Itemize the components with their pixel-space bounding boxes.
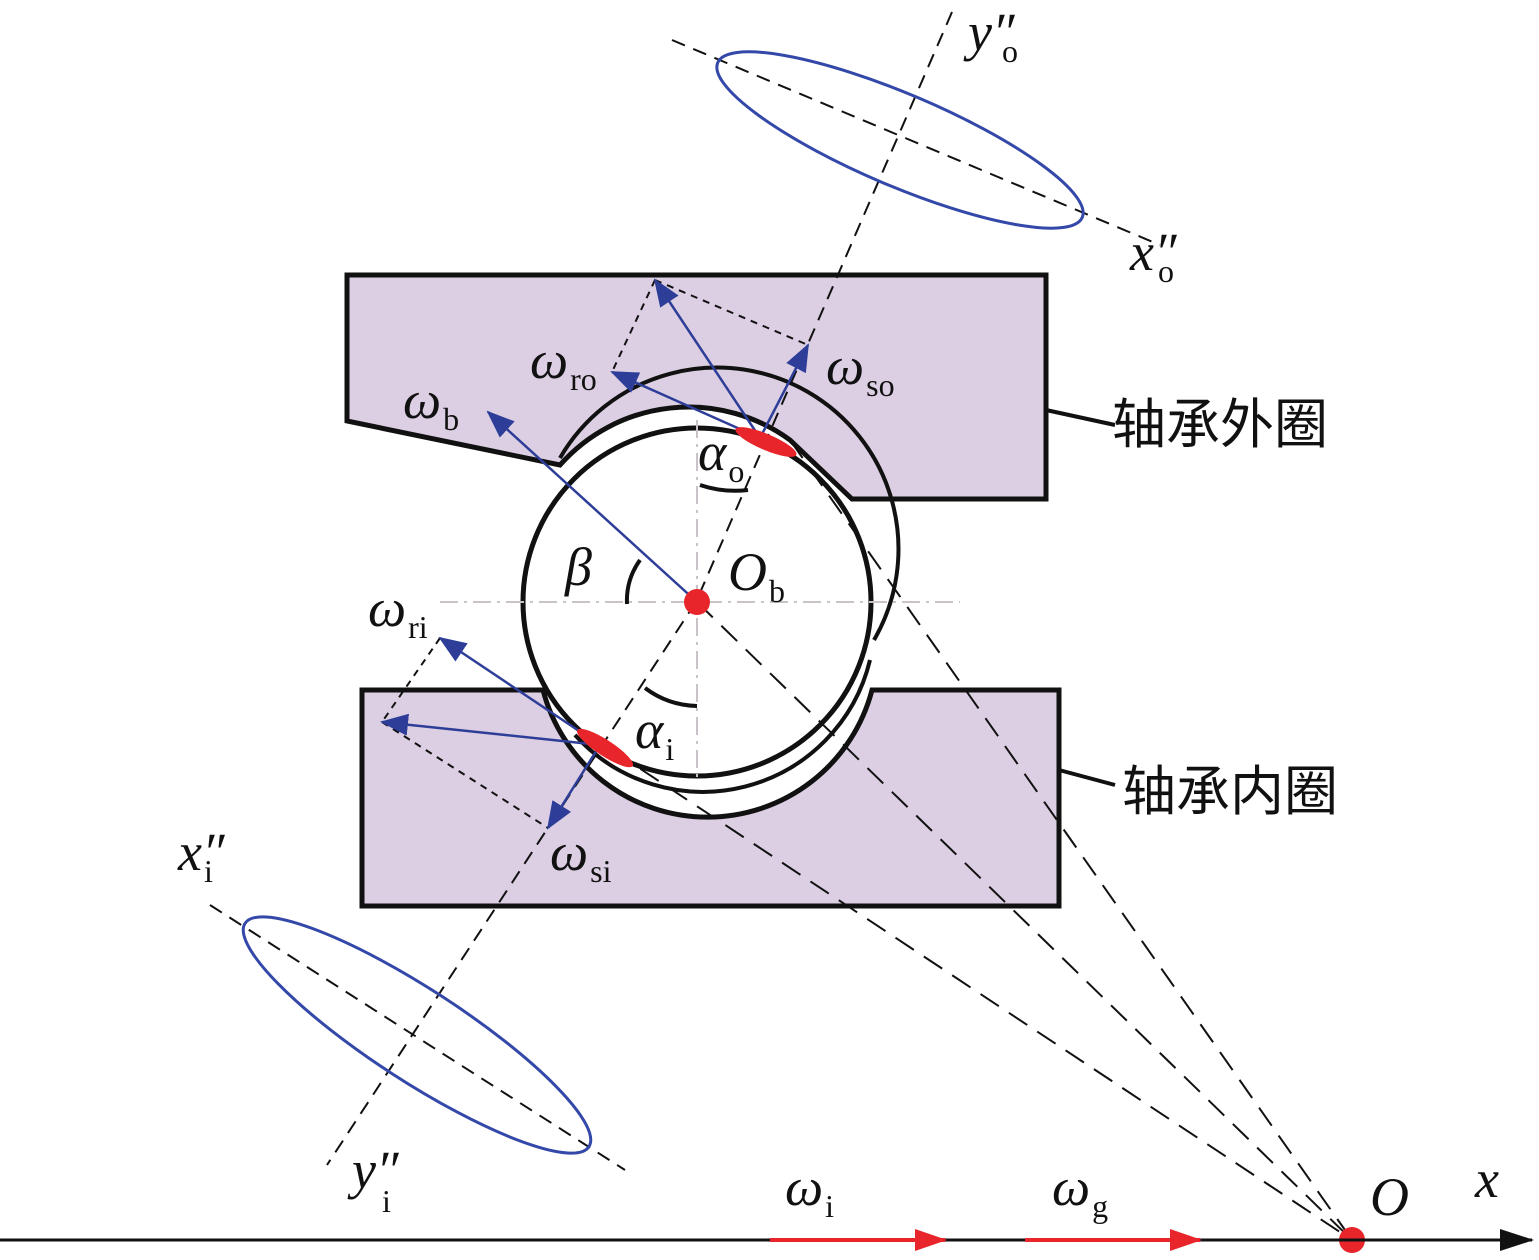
svg-text:Ob: Ob (728, 542, 785, 609)
outer-contact-patch (735, 427, 797, 457)
label-alpha-o: αo (698, 422, 744, 489)
label-x-o: x″ o (1129, 222, 1177, 289)
alpha-o-angle-arc (699, 483, 749, 493)
svg-text:o: o (1158, 253, 1174, 289)
label-omega-ro: ωro (530, 330, 597, 397)
omega-in-vector (380, 713, 601, 747)
outer-raceway-groove (558, 365, 901, 642)
beta-angle-arc (624, 558, 642, 605)
svg-text:ωso: ωso (826, 336, 895, 403)
outer-contact-axis (695, 11, 953, 603)
inner-ring-leader (1058, 768, 1116, 787)
omega-ri-vector (438, 636, 601, 747)
svg-text:ωsi: ωsi (550, 822, 612, 889)
dash-to-origin-2 (696, 601, 1353, 1241)
svg-text:ωb: ωb (403, 370, 459, 437)
svg-text:αi: αi (635, 700, 674, 767)
svg-text:x″: x″ (1129, 222, 1177, 282)
outer-contact-ellipse (715, 50, 1085, 230)
label-omega-g: ωg (1052, 1157, 1108, 1224)
outer-projection-2 (611, 279, 656, 373)
svg-text:ωro: ωro (530, 330, 597, 397)
svg-text:y″: y″ (963, 2, 1015, 62)
dash-to-origin-1 (789, 439, 1353, 1241)
ball-center-point (684, 589, 710, 615)
label-x-axis: x (1474, 1149, 1499, 1209)
svg-text:ωi: ωi (785, 1157, 834, 1224)
label-omega-ri: ωri (368, 578, 428, 645)
inner-ellipse-major-axis (209, 904, 626, 1171)
label-omega-so: ωso (826, 336, 895, 403)
omega-o-vector (653, 278, 762, 439)
inner-projection-2 (381, 721, 549, 829)
label-omega-b: ωb (403, 370, 459, 437)
label-ball-center: Ob (728, 542, 785, 609)
label-origin: O (1370, 1167, 1409, 1227)
label-omega-si: ωsi (550, 822, 612, 889)
svg-text:αo: αo (698, 422, 744, 489)
outer-ring-label: 轴承外圈 (1112, 393, 1328, 456)
svg-text:ωri: ωri (368, 578, 428, 645)
inner-ring-body (359, 687, 1062, 909)
alpha-i-angle-arc (643, 686, 698, 708)
inner-projection-1 (381, 637, 441, 723)
svg-text:o: o (1002, 33, 1018, 69)
label-y-o: y″ o (963, 2, 1018, 69)
inner-ring-label: 轴承内圈 (1122, 760, 1338, 823)
dash-to-origin-3 (611, 749, 1353, 1241)
label-omega-i: ωi (785, 1157, 834, 1224)
inner-contact-ellipse (241, 915, 593, 1155)
omega-b-vector (486, 410, 698, 603)
svg-text:ωg: ωg (1052, 1157, 1108, 1224)
omega-si-vector (546, 744, 602, 830)
omega-so-vector (758, 343, 810, 439)
outer-projection-1 (654, 279, 809, 346)
svg-text:x″: x″ (177, 822, 225, 882)
outer-ring-leader (1045, 408, 1116, 427)
svg-text:i: i (382, 1183, 391, 1219)
label-alpha-i: αi (635, 700, 674, 767)
label-y-i: y″ i (347, 1140, 399, 1219)
inner-contact-patch (576, 728, 634, 768)
svg-text:y″: y″ (347, 1140, 399, 1200)
label-beta: β (564, 537, 592, 597)
inner-raceway-groove (573, 659, 872, 794)
omega-ro-vector (610, 370, 761, 440)
svg-text:i: i (204, 853, 213, 889)
label-x-i: x″ i (177, 822, 225, 889)
outer-ellipse-major-axis (671, 39, 1161, 246)
